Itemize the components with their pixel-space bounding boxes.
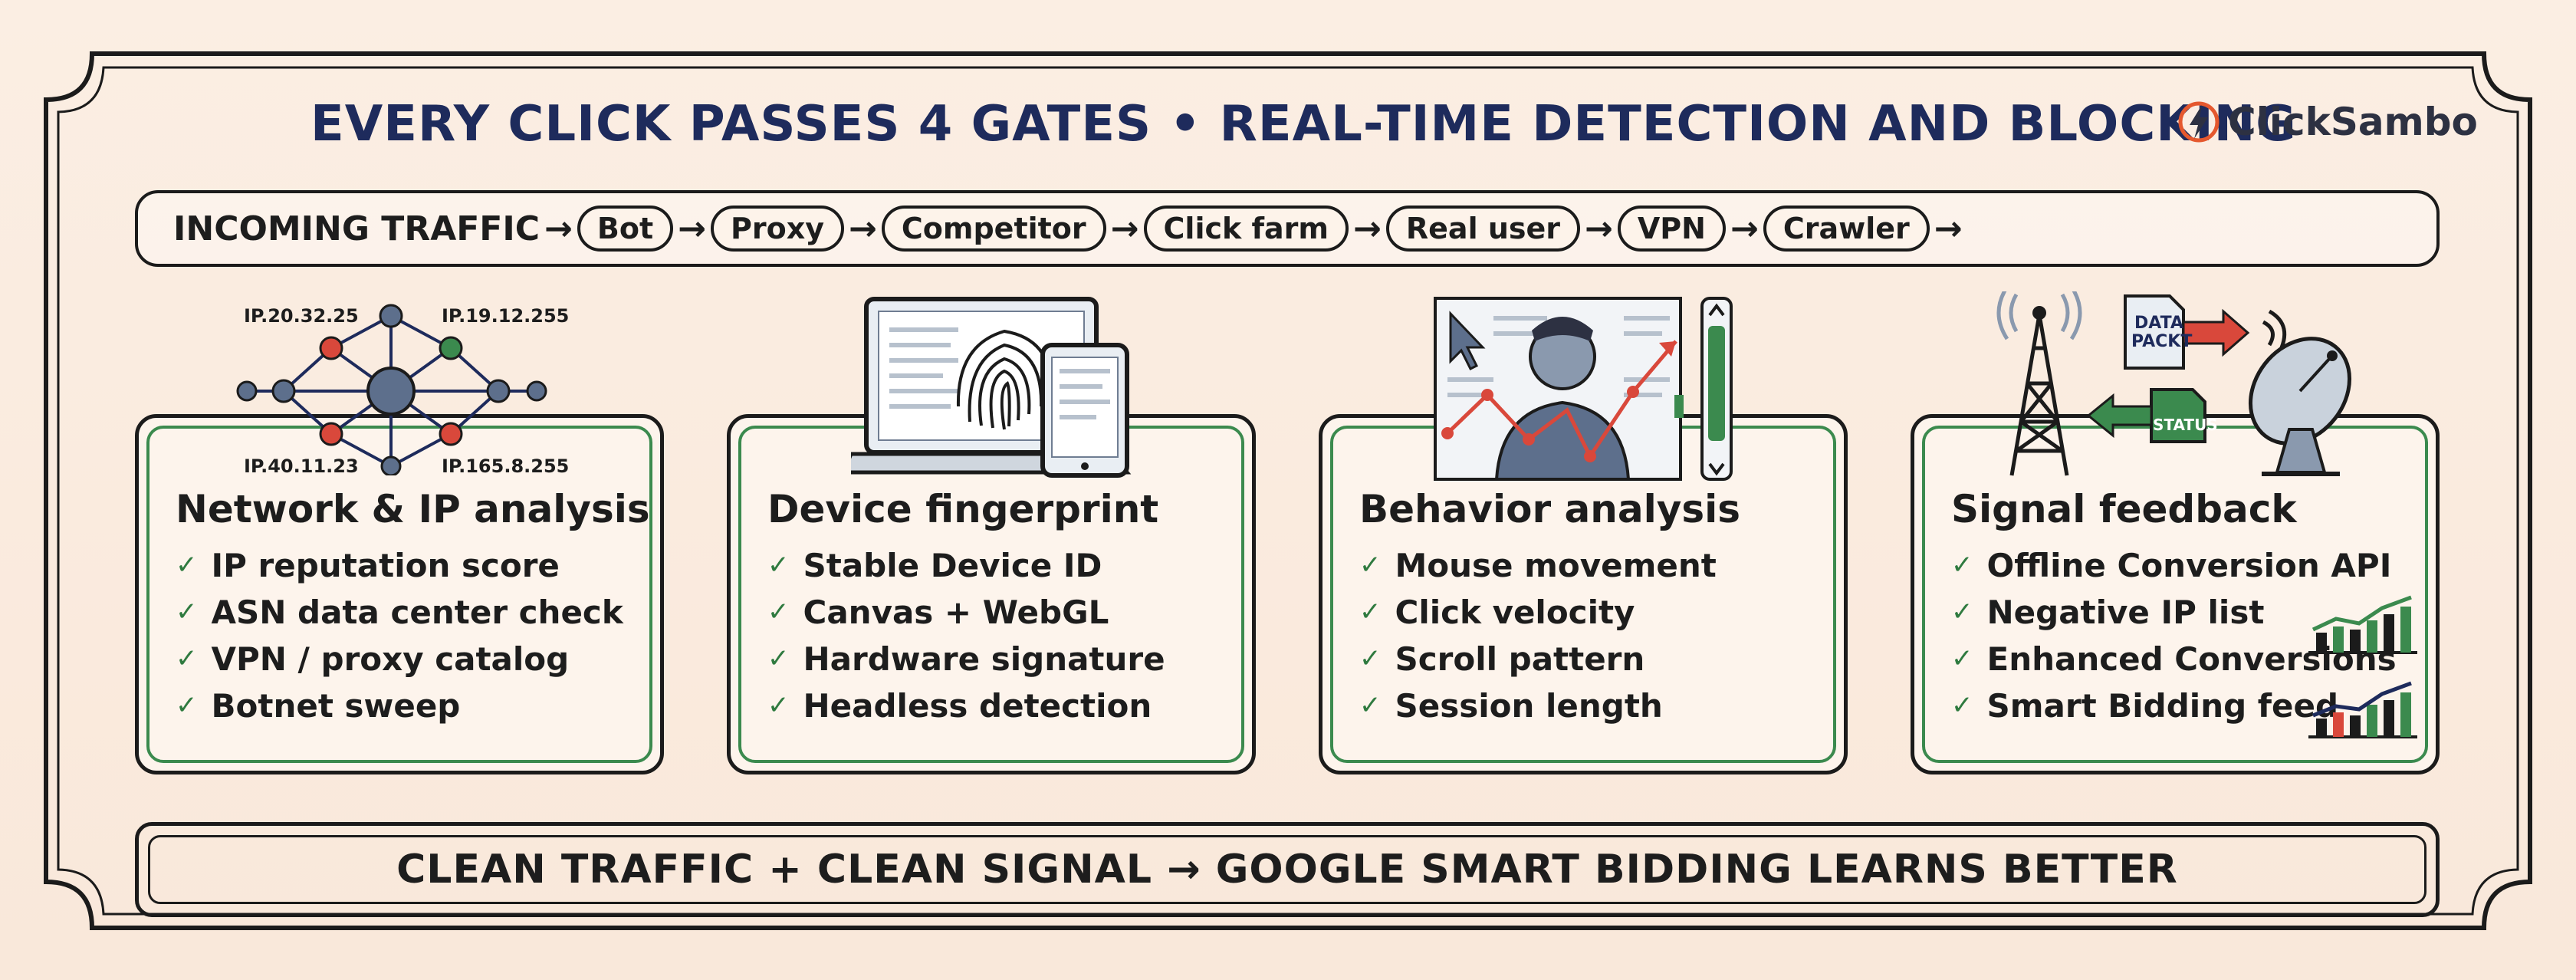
check-icon: ✓ — [176, 690, 198, 721]
traffic-chip-vpn: VPN — [1617, 206, 1726, 252]
check-icon: ✓ — [176, 643, 198, 674]
list-item: ✓ Mouse movement — [1359, 542, 1844, 589]
arrow-right-icon: → — [1934, 209, 1963, 248]
checklist: ✓ Mouse movement ✓ Click velocity ✓ Scroll … — [1359, 542, 1844, 729]
list-item-label: IP reputation score — [211, 547, 560, 584]
list-item-label: ASN data center check — [211, 594, 623, 631]
list-item-label: Offline Conversion API — [1986, 547, 2392, 584]
incoming-traffic-bar: INCOMING TRAFFIC → Bot → Proxy → Competi… — [135, 190, 2440, 267]
list-item: ✓ Scroll pattern — [1359, 636, 1844, 682]
list-item: ✓ Click velocity — [1359, 589, 1844, 636]
check-icon: ✓ — [176, 550, 198, 580]
checklist: ✓ Stable Device ID ✓ Canvas + WebGL ✓ Hardw… — [767, 542, 1252, 729]
traffic-label: INCOMING TRAFFIC — [173, 209, 540, 248]
growth-chart-icon — [2308, 595, 2417, 654]
card-title: Behavior analysis — [1359, 487, 1740, 531]
checklist: ✓ IP reputation score ✓ ASN data center ch… — [176, 542, 660, 729]
list-item-label: Botnet sweep — [211, 687, 461, 725]
list-item: ✓ Smart Bidding feed — [1951, 682, 2436, 729]
list-item-label: Canvas + WebGL — [803, 594, 1109, 631]
arrow-right-icon: → — [849, 209, 877, 248]
list-item-label: Scroll pattern — [1395, 640, 1645, 678]
list-item-label: Headless detection — [803, 687, 1152, 725]
traffic-chip-proxy: Proxy — [711, 206, 845, 252]
ip-label: IP.165.8.255 — [442, 455, 570, 477]
ip-label: IP.19.12.255 — [442, 305, 570, 327]
brand-name: ClickSambo — [2228, 100, 2478, 144]
behavior-analysis-illustration — [1434, 297, 1733, 481]
traffic-chip-click-farm: Click farm — [1143, 206, 1349, 252]
traffic-chip-bot: Bot — [577, 206, 674, 252]
list-item: ✓ Canvas + WebGL — [767, 589, 1252, 636]
signal-tower-illustration — [1996, 291, 2352, 476]
list-item-label: Session length — [1395, 687, 1663, 725]
traffic-chip-crawler: Crawler — [1763, 206, 1930, 252]
page-title: EVERY CLICK PASSES 4 GATES • REAL-TIME D… — [310, 96, 2297, 153]
list-item-label: VPN / proxy catalog — [211, 640, 570, 678]
check-icon: ✓ — [767, 550, 790, 580]
ip-label: IP.40.11.23 — [244, 455, 359, 477]
list-item-label: Stable Device ID — [803, 547, 1102, 584]
list-item-label: Negative IP list — [1986, 594, 2265, 631]
footer-banner: CLEAN TRAFFIC + CLEAN SIGNAL → GOOGLE SM… — [135, 822, 2440, 917]
status-label: STATUS — [2153, 416, 2218, 434]
list-item: ✓ Session length — [1359, 682, 1844, 729]
list-item: ✓ Enhanced Conversions — [1951, 636, 2436, 682]
list-item: ✓ Offline Conversion API — [1951, 542, 2436, 589]
arrow-right-icon: → — [1353, 209, 1382, 248]
arrow-right-icon: → — [544, 209, 573, 248]
check-icon: ✓ — [1951, 597, 1973, 627]
traffic-chip-real-user: Real user — [1385, 206, 1581, 252]
list-item: ✓ Hardware signature — [767, 636, 1252, 682]
arrow-right-icon: → — [1730, 209, 1759, 248]
arrow-right-icon: → — [678, 209, 707, 248]
growth-chart-icon — [2308, 681, 2417, 738]
check-icon: ✓ — [1359, 690, 1382, 721]
list-item: ✓ Headless detection — [767, 682, 1252, 729]
list-item: ✓ Stable Device ID — [767, 542, 1252, 589]
footer-text: CLEAN TRAFFIC + CLEAN SIGNAL → GOOGLE SM… — [396, 847, 2178, 893]
list-item-label: Smart Bidding feed — [1986, 687, 2339, 725]
card-title: Network & IP analysis — [176, 487, 650, 531]
check-icon: ✓ — [1359, 550, 1382, 580]
check-icon: ✓ — [1359, 597, 1382, 627]
check-icon: ✓ — [767, 690, 790, 721]
check-icon: ✓ — [1951, 550, 1973, 580]
card-title: Signal feedback — [1951, 487, 2297, 531]
list-item: ✓ IP reputation score — [176, 542, 660, 589]
check-icon: ✓ — [1951, 643, 1973, 674]
card-network-ip: Network & IP analysis ✓ IP reputation sco… — [135, 414, 664, 774]
list-item: ✓ Negative IP list — [1951, 589, 2436, 636]
list-item-label: Click velocity — [1395, 594, 1635, 631]
brand-logo[interactable]: ClickSambo — [2177, 100, 2478, 144]
fingerprint-device-illustration — [851, 297, 1132, 478]
ip-label: IP.20.32.25 — [244, 305, 359, 327]
checklist: ✓ Offline Conversion API ✓ Negative IP lis… — [1951, 542, 2436, 729]
check-icon: ✓ — [767, 597, 790, 627]
data-packet-label: DATA PACKT — [2131, 314, 2193, 351]
traffic-chip-competitor: Competitor — [881, 206, 1106, 252]
check-icon: ✓ — [767, 643, 790, 674]
list-item: ✓ Botnet sweep — [176, 682, 660, 729]
bolt-logo-icon — [2178, 101, 2220, 143]
card-signal-feedback: Signal feedback ✓ Offline Conversion API … — [1911, 414, 2440, 774]
list-item: ✓ VPN / proxy catalog — [176, 636, 660, 682]
list-item: ✓ ASN data center check — [176, 589, 660, 636]
check-icon: ✓ — [176, 597, 198, 627]
list-item-label: Hardware signature — [803, 640, 1165, 678]
card-title: Device fingerprint — [767, 487, 1159, 531]
arrow-right-icon: → — [1585, 209, 1613, 248]
check-icon: ✓ — [1951, 690, 1973, 721]
arrow-right-icon: → — [1110, 209, 1139, 248]
list-item-label: Enhanced Conversions — [1986, 640, 2397, 678]
network-graph-illustration — [236, 304, 547, 475]
check-icon: ✓ — [1359, 643, 1382, 674]
list-item-label: Mouse movement — [1395, 547, 1717, 584]
